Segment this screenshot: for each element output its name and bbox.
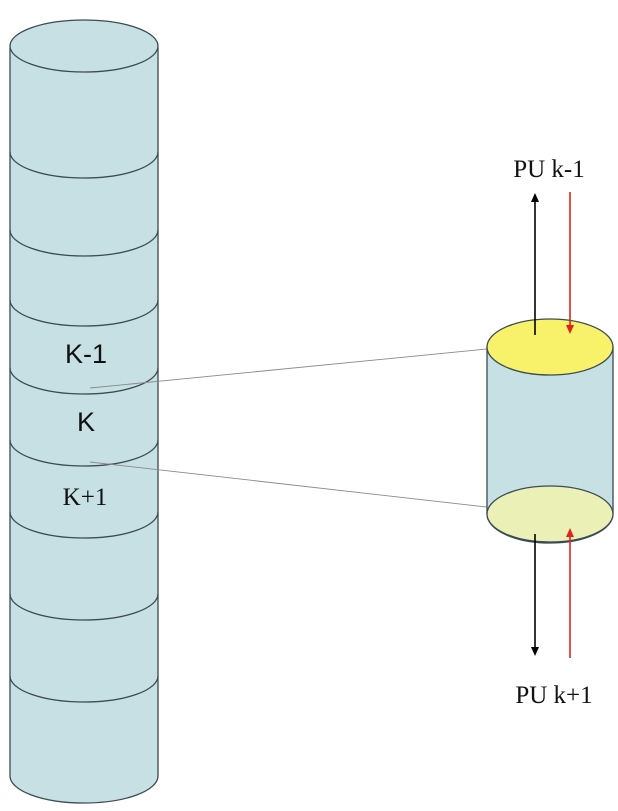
connector-line-top: [89, 342, 549, 389]
segment-boundary: [9, 675, 159, 703]
segment-boundary: [9, 439, 159, 467]
segment-label-upper: K-1: [65, 339, 107, 369]
segment-boundary: [9, 151, 159, 179]
element-bottom-label: PU k+1: [515, 682, 592, 709]
segment-boundary: [9, 229, 159, 257]
segment-label-lower: K+1: [63, 484, 108, 511]
element-bottom-face: [486, 485, 614, 543]
segment-boundary: [9, 593, 159, 621]
segment-boundary: [9, 367, 159, 395]
element-top-label: PU k-1: [513, 156, 585, 183]
segment-boundary: [9, 511, 159, 539]
segment-label-middle: K: [77, 407, 95, 437]
column-top-cap: [9, 19, 159, 73]
column-body: [9, 47, 159, 804]
column-stack: K-1 K K+1: [9, 19, 159, 804]
connector-line-bottom: [89, 461, 549, 515]
element-cylinder: [486, 318, 614, 544]
segment-boundary: [9, 299, 159, 327]
element-top-face: [486, 318, 614, 376]
